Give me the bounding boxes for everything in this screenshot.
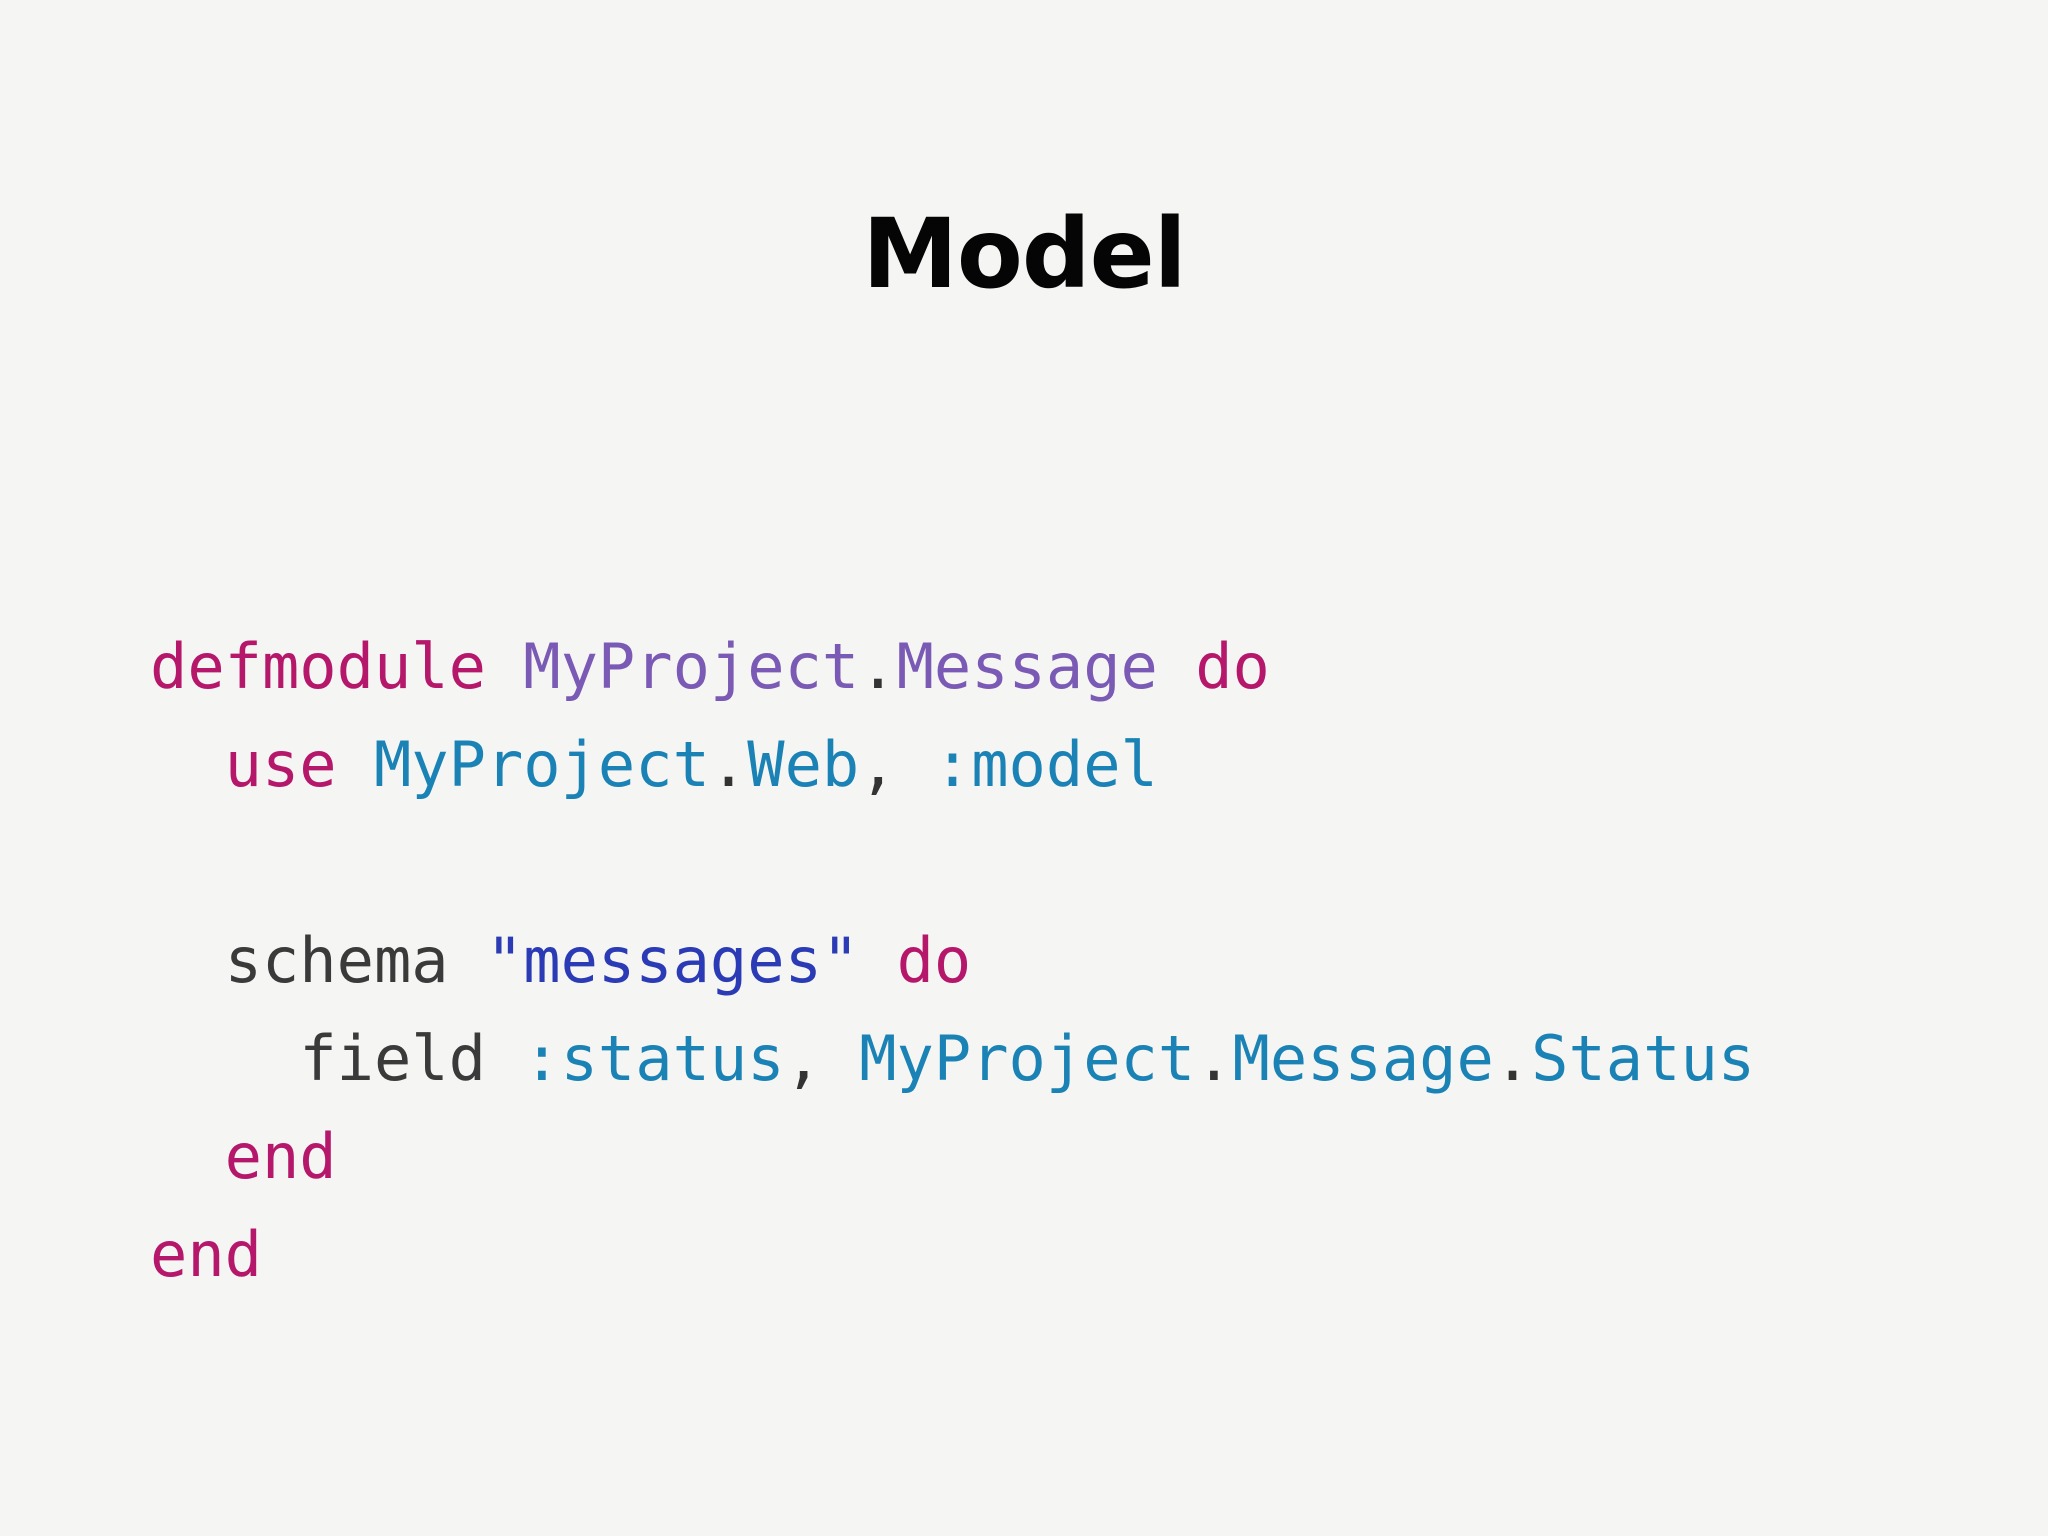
code-line: use MyProject.Web, :model — [150, 716, 1950, 814]
code-token-plain — [337, 728, 374, 801]
code-token-alias: MyProject — [859, 1022, 1196, 1095]
code-token-atom: :model — [933, 728, 1158, 801]
code-token-keyword: end — [150, 1218, 262, 1291]
code-token-alias: Message — [1232, 1022, 1494, 1095]
code-block: defmodule MyProject.Message do use MyPro… — [150, 618, 1950, 1304]
code-line: end — [150, 1108, 1950, 1206]
code-token-module: MyProject — [523, 630, 860, 703]
code-token-module: Message — [896, 630, 1158, 703]
code-indent — [150, 1120, 225, 1193]
code-indent — [150, 728, 225, 801]
code-token-punct: . — [1195, 1022, 1233, 1095]
code-token-punct: , — [859, 728, 897, 801]
code-token-atom: :status — [523, 1022, 785, 1095]
code-token-plain — [449, 924, 486, 997]
code-token-punct: . — [709, 728, 748, 801]
code-token-plain — [486, 630, 523, 703]
code-line: end — [150, 1206, 1950, 1304]
code-line: defmodule MyProject.Message do — [150, 618, 1950, 716]
code-token-plain — [1158, 630, 1195, 703]
code-token-string: "messages" — [485, 924, 860, 997]
code-token-keyword: end — [224, 1120, 337, 1193]
code-line: field :status, MyProject.Message.Status — [150, 1010, 1950, 1108]
code-line: schema "messages" do — [150, 912, 1950, 1010]
code-token-keyword: use — [224, 728, 337, 801]
code-token-punct: . — [1493, 1022, 1532, 1095]
code-token-plain — [822, 1022, 859, 1095]
code-token-keyword: do — [896, 924, 972, 997]
code-indent — [150, 924, 225, 997]
code-token-keyword: do — [1195, 630, 1270, 703]
code-token-plain: schema — [224, 924, 449, 997]
code-token-alias: Status — [1531, 1022, 1756, 1095]
code-token-alias: Web — [747, 728, 860, 801]
code-token-punct: . — [859, 630, 897, 703]
code-token-plain — [859, 924, 896, 997]
code-line — [150, 814, 1950, 912]
code-indent — [150, 1022, 299, 1095]
code-token-plain — [486, 1022, 523, 1095]
code-token-alias: MyProject — [373, 728, 710, 801]
code-token-plain — [897, 728, 934, 801]
code-token-plain: field — [299, 1022, 486, 1095]
code-token-punct: , — [784, 1022, 822, 1095]
code-token-keyword: defmodule — [150, 630, 486, 703]
page-title: Model — [862, 198, 1186, 311]
